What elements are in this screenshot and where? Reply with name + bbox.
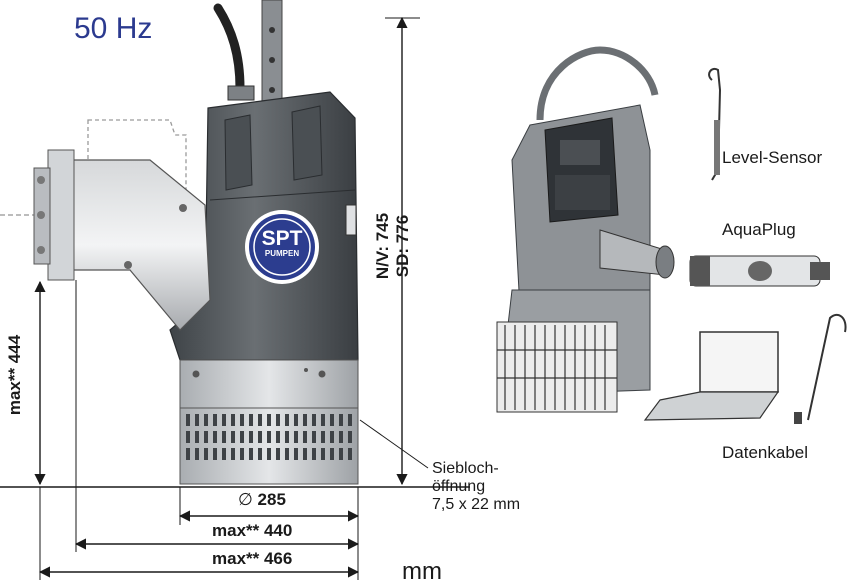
siebloch-line-3: 7,5 x 22 mm (432, 496, 521, 513)
level-sensor-label: Level-Sensor (722, 148, 823, 167)
aquaplug-illustration (689, 255, 830, 287)
level-sensor-illustration (708, 68, 722, 181)
logo-line-2: PUMPEN (264, 249, 300, 258)
width-466-label: max** 466 (212, 549, 293, 568)
height-nv-label: N/V: 745 (373, 212, 392, 280)
frequency-label: 50 Hz (74, 12, 153, 45)
outlet-flange (47, 149, 75, 281)
cutaway-pump (496, 46, 675, 413)
diameter-value: 285 (257, 490, 286, 509)
siebloch-leader (359, 419, 429, 469)
logo-text: SPT PUMPEN (250, 228, 314, 259)
height-sd-label: SD: 776 (393, 214, 412, 278)
strainer-slots (186, 414, 352, 460)
siebloch-line-1: Siebloch- (432, 460, 499, 477)
outlet-pipe (69, 159, 211, 331)
siebloch-line-2: öffnung (432, 478, 486, 495)
side-height-label: max** 444 (5, 334, 24, 416)
logo-line-1: SPT (261, 227, 303, 250)
diameter-symbol: ∅ (238, 490, 258, 509)
power-cable (213, 3, 245, 93)
pump-casing-band (179, 359, 359, 409)
datenkabel-label: Datenkabel (722, 443, 809, 462)
siebloch-label: Siebloch- öffnung 7,5 x 22 mm (432, 460, 572, 514)
unit-label: mm (402, 558, 442, 585)
width-440-label: max** 440 (212, 521, 293, 540)
datenkabel-illustration (794, 313, 847, 424)
laptop-illustration (643, 331, 780, 421)
spt-pumpen-logo (245, 210, 319, 284)
diameter-label: ∅ 285 (238, 490, 286, 510)
aquaplug-label: AquaPlug (722, 220, 796, 239)
